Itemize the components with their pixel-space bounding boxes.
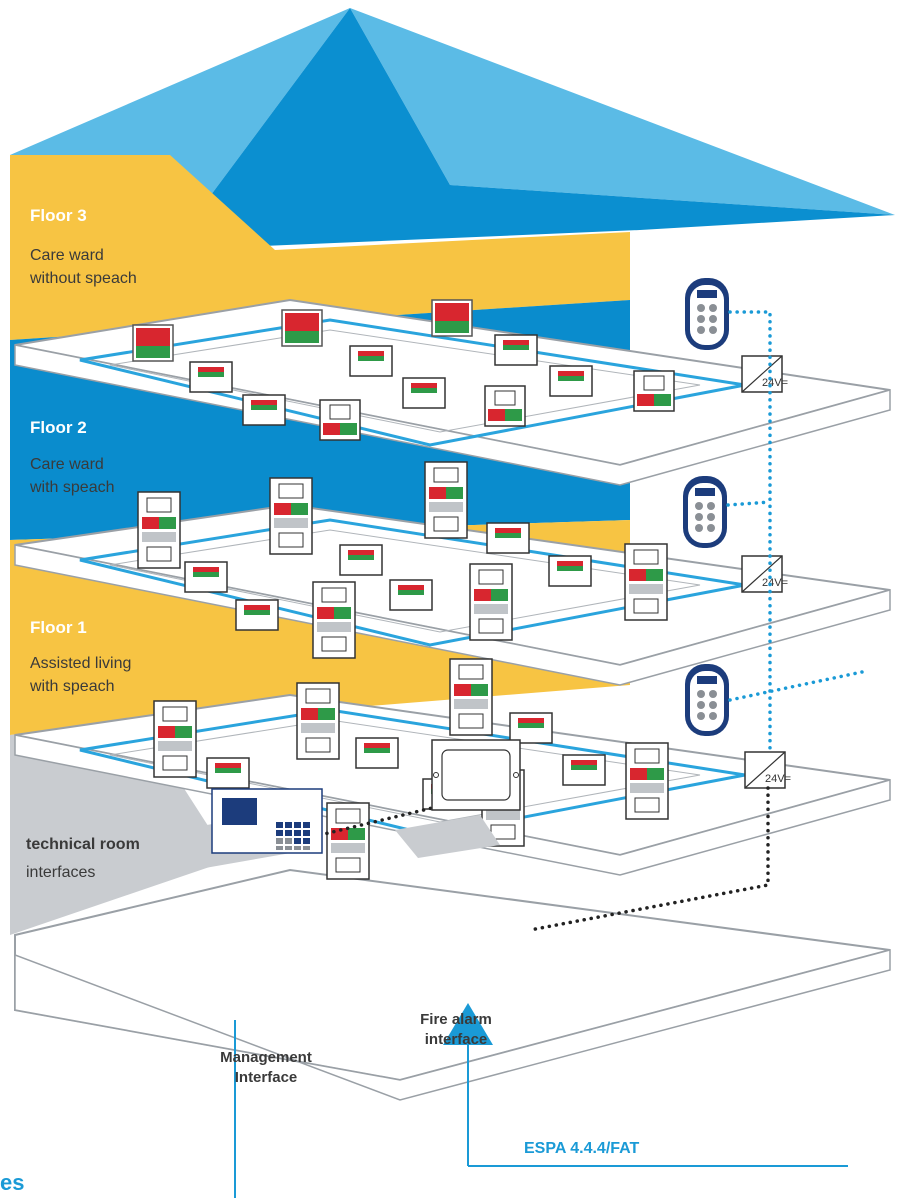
fire-alarm-interface-label: Fire alarm interface — [396, 1010, 516, 1050]
technical-wall — [10, 720, 230, 935]
floor3-title: Floor 3 — [30, 206, 87, 225]
management-interface-icon — [178, 788, 323, 868]
floor2-desc-line2: with speach — [30, 479, 115, 496]
power-supply-icon: 24V= — [741, 355, 788, 393]
floor2-devices — [137, 461, 668, 659]
floor1-title: Floor 1 — [30, 618, 87, 637]
floor3-wall — [10, 155, 630, 340]
floor1-desc-line1: Assisted living — [30, 655, 132, 672]
roof-right-light — [350, 8, 895, 215]
dotted-connections — [318, 310, 864, 932]
floor3-desc-line1: Care ward — [30, 247, 104, 264]
management-label-line2: Interface — [234, 1069, 298, 1086]
cut-heading-text: es — [0, 1170, 25, 1195]
technical-room-subtitle: interfaces — [26, 864, 96, 881]
ground-slab-edge — [14, 935, 891, 1101]
floor3-devices — [132, 299, 675, 441]
espa-connection — [234, 1003, 848, 1198]
power-supply-icon: 24V= — [744, 751, 791, 789]
up-arrow-icon — [443, 1003, 493, 1045]
floor1-devices — [153, 658, 669, 880]
handset-icon — [685, 664, 729, 736]
technical-room-title: technical room — [26, 836, 140, 853]
fire-label-line2: interface — [424, 1031, 488, 1048]
power-supply-label: 24V= — [765, 773, 791, 785]
floor3-desc-line2: without speach — [30, 270, 137, 287]
management-label-line1: Management — [220, 1049, 312, 1066]
management-interface-label: Management Interface — [196, 1048, 336, 1088]
roof-front — [170, 8, 895, 250]
floor2-desc-line1: Care ward — [30, 456, 104, 473]
fire-label-line1: Fire alarm — [420, 1011, 492, 1028]
handset-icon — [683, 476, 727, 548]
power-supply-label: 24V= — [762, 377, 788, 389]
handset-icon — [685, 278, 729, 350]
power-supply-icon: 24V= — [741, 555, 788, 593]
floor2-title: Floor 2 — [30, 418, 87, 437]
power-supply-label: 24V= — [762, 577, 788, 589]
floor1-desc-line2: with speach — [30, 678, 115, 695]
espa-label: ESPA 4.4.4/FAT — [524, 1140, 640, 1157]
fire-alarm-interface-icon — [395, 739, 521, 858]
